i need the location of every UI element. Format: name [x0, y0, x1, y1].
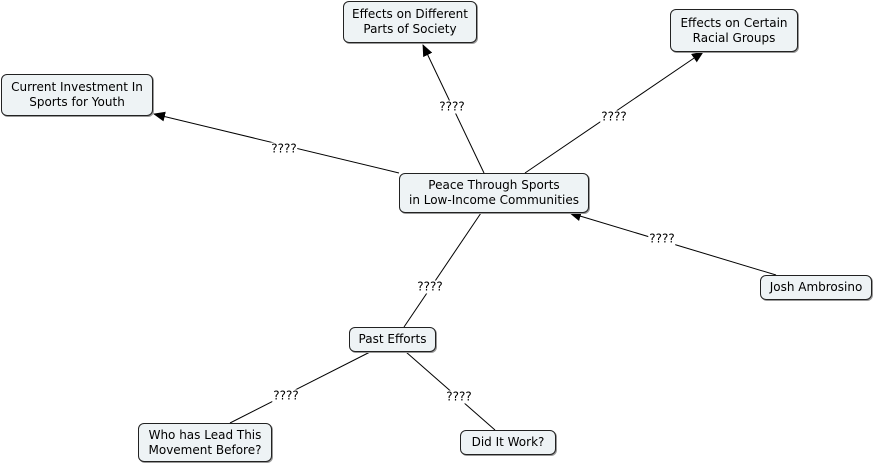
did-it-work-node[interactable]: Did It Work? [460, 430, 556, 455]
past-efforts-node[interactable]: Past Efforts [349, 327, 436, 352]
link-label-center-to-racial: ???? [600, 109, 628, 124]
link-label-center-to-investment: ???? [270, 141, 298, 156]
who-led-movement-node[interactable]: Who has Lead This Movement Before? [138, 423, 272, 462]
current-investment-node[interactable]: Current Investment In Sports for Youth [1, 74, 153, 116]
link-label-past-to-did-it-work: ???? [445, 389, 473, 404]
effects-on-racial-groups-node[interactable]: Effects on Certain Racial Groups [670, 9, 798, 52]
connector-past_efforts-to-who_led [229, 351, 371, 424]
link-label-center-to-society: ???? [438, 99, 466, 114]
center-concept-node[interactable]: Peace Through Sports in Low-Income Commu… [399, 173, 589, 213]
effects-on-society-node[interactable]: Effects on Different Parts of Society [343, 1, 477, 43]
link-label-center-to-past-efforts: ???? [416, 279, 444, 294]
link-label-josh-to-center: ???? [648, 231, 676, 246]
connector-center-to-past_efforts [403, 212, 482, 328]
author-node[interactable]: Josh Ambrosino [760, 275, 872, 300]
link-label-past-to-who-led: ???? [272, 388, 300, 403]
